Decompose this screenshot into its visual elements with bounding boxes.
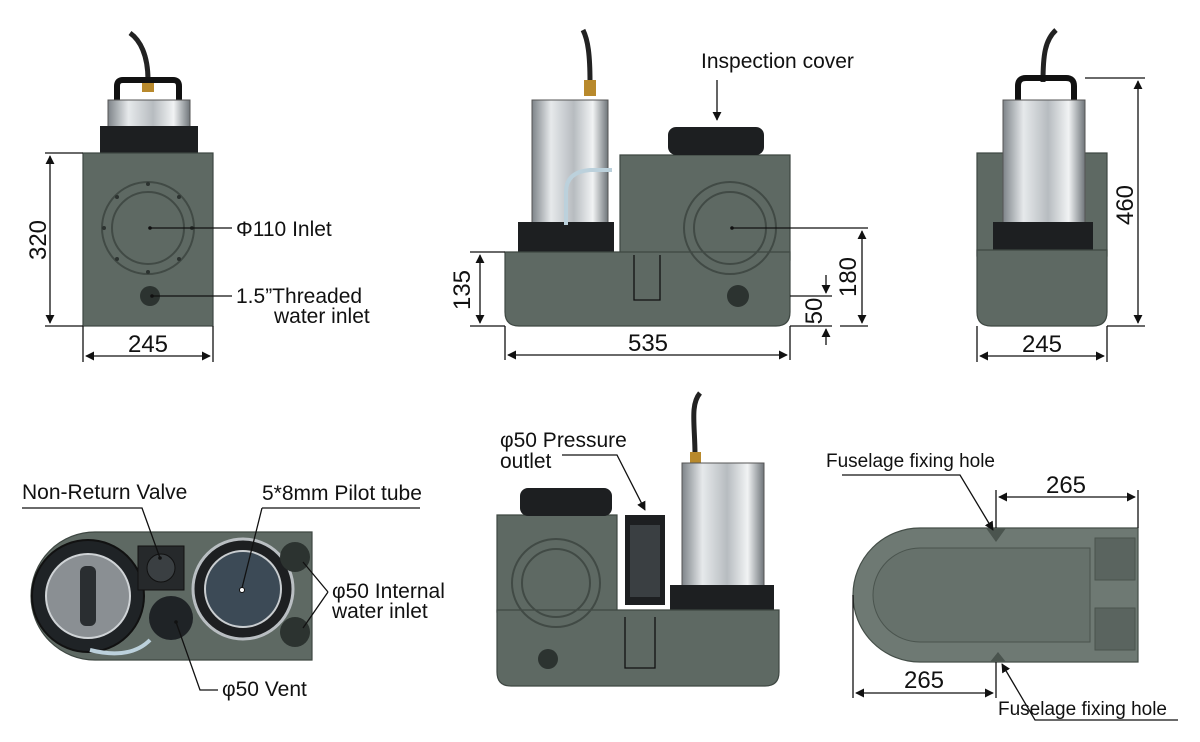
- dim-front-width: 535: [628, 330, 668, 357]
- label-threaded-1: 1.5”Threaded: [236, 285, 362, 308]
- tank-base: [976, 249, 1108, 327]
- power-cable: [1040, 28, 1058, 83]
- internal-inlet-upper: [280, 542, 310, 572]
- power-cable: [128, 30, 151, 81]
- pilot-hose-top: [89, 638, 152, 656]
- motor-cylinder: [681, 462, 765, 594]
- cable-connector: [690, 452, 701, 466]
- label-threaded-2: water inlet: [273, 305, 370, 328]
- top-view: Non-Return Valve 5*8mm Pilot tube φ50 In…: [22, 481, 445, 701]
- dim-bottom-top: 265: [1046, 472, 1086, 499]
- label-pressure-1: φ50 Pressure: [500, 429, 627, 452]
- label-inlet-110: Φ110 Inlet: [236, 218, 332, 241]
- side-view: 320 245 Φ110 Inlet 1.5”Threaded water in…: [25, 30, 370, 362]
- label-fixing-bottom: Fuselage fixing hole: [998, 699, 1167, 720]
- internal-inlet-lower: [280, 617, 310, 647]
- dim-side-width: 245: [128, 331, 168, 358]
- bottom-view: Fuselage fixing hole Fuselage fixing hol…: [826, 451, 1178, 721]
- label-internal-2: water inlet: [331, 600, 428, 623]
- label-vent: φ50 Vent: [222, 678, 307, 701]
- base-foot-upper: [1094, 537, 1136, 581]
- motor-clamp: [518, 222, 614, 252]
- inspection-cover: [520, 488, 612, 516]
- tank-upper: [619, 154, 791, 261]
- tank-base: [496, 609, 780, 687]
- front-view: Inspection cover 135 535 50 180: [449, 28, 868, 360]
- pilot-hose: [564, 168, 612, 225]
- power-cable: [580, 28, 593, 83]
- label-inspection-cover: Inspection cover: [701, 50, 854, 73]
- lifting-handle: [114, 77, 182, 104]
- threaded-inlet-hole: [140, 286, 160, 306]
- label-non-return-valve: Non-Return Valve: [22, 481, 187, 504]
- right-view: 460 245: [976, 28, 1145, 362]
- fixing-notch-top: [986, 528, 1006, 542]
- motor-cylinder: [531, 99, 609, 231]
- tank-base: [504, 251, 791, 327]
- dim-bottom-bottom: 265: [904, 667, 944, 694]
- fixing-notch-bottom: [990, 652, 1006, 662]
- label-pressure-2: outlet: [500, 450, 552, 473]
- dim-front-inlet-height: 135: [449, 270, 476, 310]
- label-fixing-top: Fuselage fixing hole: [826, 451, 995, 472]
- dim-side-height: 320: [25, 220, 52, 260]
- cable-connector: [584, 80, 596, 96]
- inlet-flange: [511, 538, 601, 628]
- rear-view: φ50 Pressure outlet: [496, 391, 780, 687]
- motor-clamp: [993, 222, 1093, 252]
- threaded-inlet-hole: [538, 649, 558, 669]
- inspection-cover: [668, 127, 764, 155]
- label-pilot-tube: 5*8mm Pilot tube: [262, 482, 422, 505]
- motor-cylinder: [1002, 99, 1086, 231]
- base-foot-lower: [1094, 607, 1136, 651]
- vent-hole: [149, 596, 193, 640]
- motor-head: [107, 99, 191, 129]
- threaded-inlet-hole: [727, 285, 749, 307]
- power-cable: [691, 391, 703, 456]
- dim-front-base: 50: [801, 298, 828, 325]
- base-inner-panel: [872, 547, 1091, 643]
- lifting-handle: [1015, 75, 1077, 104]
- label-internal-1: φ50 Internal: [332, 580, 445, 603]
- motor-clamp: [100, 126, 198, 156]
- dim-right-width: 245: [1022, 331, 1062, 358]
- dim-right-height: 460: [1112, 185, 1139, 225]
- dim-front-180: 180: [835, 257, 862, 297]
